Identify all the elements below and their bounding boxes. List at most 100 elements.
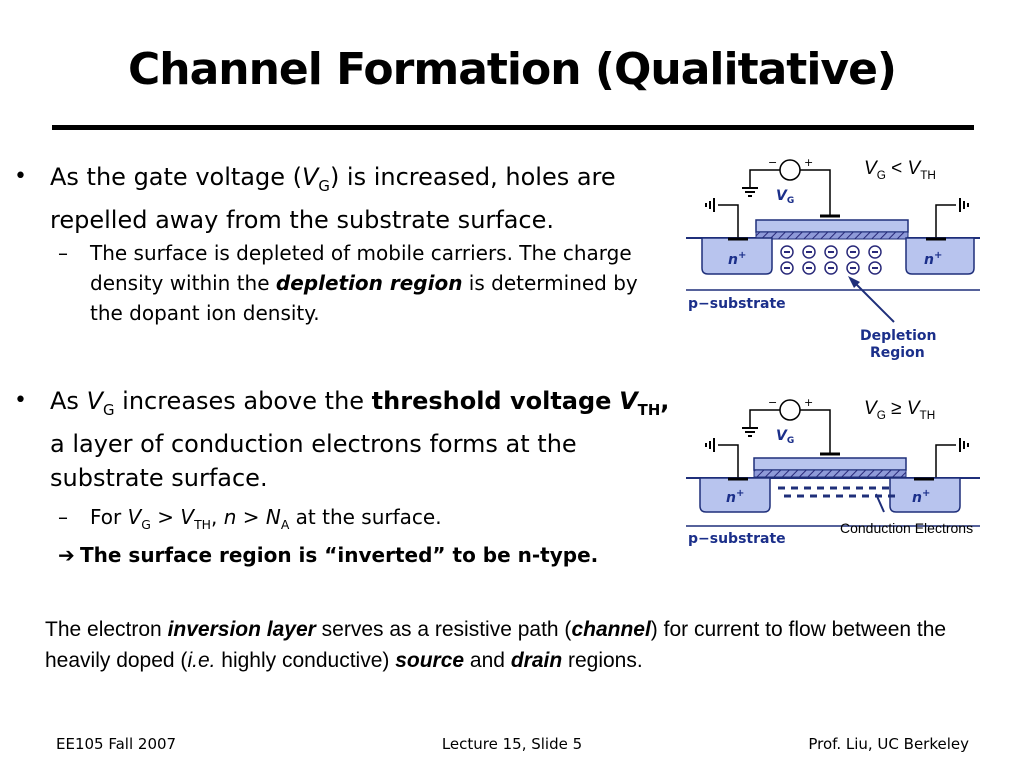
symbol-v: V <box>301 163 319 191</box>
subbullet-text: The surface region is “inverted” to be n… <box>80 543 599 567</box>
footer-course: EE105 Fall 2007 <box>56 735 177 753</box>
voltage-source-icon <box>779 399 801 421</box>
symbol-v: V <box>86 387 103 415</box>
operator: < <box>885 158 908 179</box>
symbol-sub: TH <box>194 517 211 532</box>
subbullet-depletion: – The surface is depleted of mobile carr… <box>58 238 648 328</box>
subbullet-inverted: ➔ The surface region is “inverted” to be… <box>58 540 658 570</box>
inversion-mosfet-diagram: − + VG n+ n+ p−substrate Conduction Elec… <box>686 396 980 547</box>
emphasis-inversion-layer: inversion layer <box>167 618 316 641</box>
text-fragment: As <box>50 387 87 415</box>
text-fragment: The electron <box>45 618 168 641</box>
text-fragment: > <box>236 505 266 529</box>
drain-region <box>889 477 961 513</box>
condition-below-threshold: VG < VTH <box>864 158 936 182</box>
emphasis-threshold-voltage: threshold voltage <box>371 387 612 415</box>
symbol-vth: V <box>619 387 638 415</box>
text-fragment: at the surface. <box>289 505 442 529</box>
symbol-vth: V <box>907 158 921 179</box>
symbol-sub: A <box>280 517 290 532</box>
text-fragment: highly conductive) <box>215 649 396 672</box>
subbullet-condition: – For VG > VTH, n > NA at the surface. <box>58 502 648 540</box>
gate-source-label: VG <box>776 188 794 206</box>
gate-wire <box>800 169 831 216</box>
source-label: n+ <box>728 250 746 268</box>
bullet-threshold: • As VG increases above the threshold vo… <box>14 384 674 495</box>
symbol-sub: G <box>102 400 115 419</box>
text-fragment: serves as a resistive path ( <box>315 618 572 641</box>
title-underline <box>52 125 974 130</box>
depletion-ions <box>780 245 882 275</box>
drain-label: n+ <box>912 488 930 506</box>
bullet-text: As VG increases above the threshold volt… <box>50 384 674 495</box>
text-fragment: regions. <box>562 649 643 672</box>
drain-wire <box>935 204 956 238</box>
dash-marker: – <box>58 505 68 529</box>
symbol-sub: TH <box>637 400 661 419</box>
wire <box>749 169 780 188</box>
depletion-label-line1: Depletion <box>860 328 937 344</box>
drain-region <box>905 237 975 275</box>
gate-oxide <box>755 231 909 240</box>
symbol-sub: TH <box>920 168 936 182</box>
condition-above-threshold: VG ≥ VTH <box>864 398 935 422</box>
bullet-dot: • <box>14 388 27 413</box>
source-wire <box>718 444 739 478</box>
minus-sign: − <box>768 396 777 409</box>
text-fragment: As the gate voltage ( <box>50 163 302 191</box>
symbol-vth: V <box>906 398 920 419</box>
symbol-sub: G <box>876 408 886 422</box>
text-ie: i.e. <box>187 649 216 672</box>
drain-wire <box>935 444 956 478</box>
drain-label: n+ <box>924 250 942 268</box>
arrow-head <box>848 276 860 288</box>
bullet-gate-voltage: • As the gate voltage (VG) is increased,… <box>14 160 694 237</box>
emphasis-drain: drain <box>510 649 563 672</box>
bullet-dot: • <box>14 164 27 189</box>
dash-marker: – <box>58 241 68 265</box>
emphasis-source: source <box>395 649 465 672</box>
footer-author: Prof. Liu, UC Berkeley <box>808 735 969 753</box>
inversion-layer-paragraph: The electron inversion layer serves as a… <box>45 614 1005 676</box>
emphasis-channel: channel <box>571 618 651 641</box>
footer-slide-number: Lecture 15, Slide 5 <box>441 735 583 753</box>
conduction-arrow <box>875 493 885 513</box>
subbullet-text: For VG > VTH, n > NA at the surface. <box>90 502 648 540</box>
symbol-v: V <box>864 158 877 179</box>
operator: ≥ <box>885 398 907 419</box>
subbullet-text: The surface is depleted of mobile carrie… <box>90 238 648 328</box>
text-fragment: is determined by the dopant ion density. <box>90 271 638 325</box>
symbol-vth: V <box>180 505 195 529</box>
symbol-v: V <box>127 505 142 529</box>
text-fragment: and <box>464 649 511 672</box>
gate-electrode <box>753 457 907 471</box>
source-wire <box>718 204 739 238</box>
symbol-sub: G <box>318 176 330 195</box>
plus-sign: + <box>804 396 813 409</box>
text-fragment: For <box>90 505 128 529</box>
conduction-electrons <box>778 486 895 498</box>
symbol-v: V <box>864 398 877 419</box>
text-fragment: increases above the <box>114 387 372 415</box>
symbol-sub: G <box>876 168 886 182</box>
text-fragment: , <box>210 505 224 529</box>
source-region <box>701 237 773 275</box>
text-fragment: > <box>150 505 181 529</box>
wire <box>749 409 780 428</box>
text-fragment: ) is increased, holes are repelled away … <box>50 163 616 234</box>
gate-oxide <box>753 469 907 478</box>
depletion-label-line2: Region <box>870 345 925 361</box>
text-fragment: ) for current to flow between the heavil… <box>45 618 947 672</box>
emphasis-depletion-region: depletion region <box>275 271 463 295</box>
gate-wire <box>800 409 831 454</box>
symbol-n: n <box>223 505 237 529</box>
depletion-arrow <box>851 279 895 323</box>
text-fragment: The surface is depleted of mobile carrie… <box>90 241 632 295</box>
minus-sign: − <box>768 156 777 169</box>
source-label: n+ <box>726 488 744 506</box>
bullet-text: As the gate voltage (VG) is increased, h… <box>50 160 694 237</box>
substrate-label: p−substrate <box>688 296 786 312</box>
gate-source-label: VG <box>776 428 794 446</box>
plus-sign: + <box>804 156 813 169</box>
conduction-electrons-label: Conduction Electrons <box>840 520 973 536</box>
